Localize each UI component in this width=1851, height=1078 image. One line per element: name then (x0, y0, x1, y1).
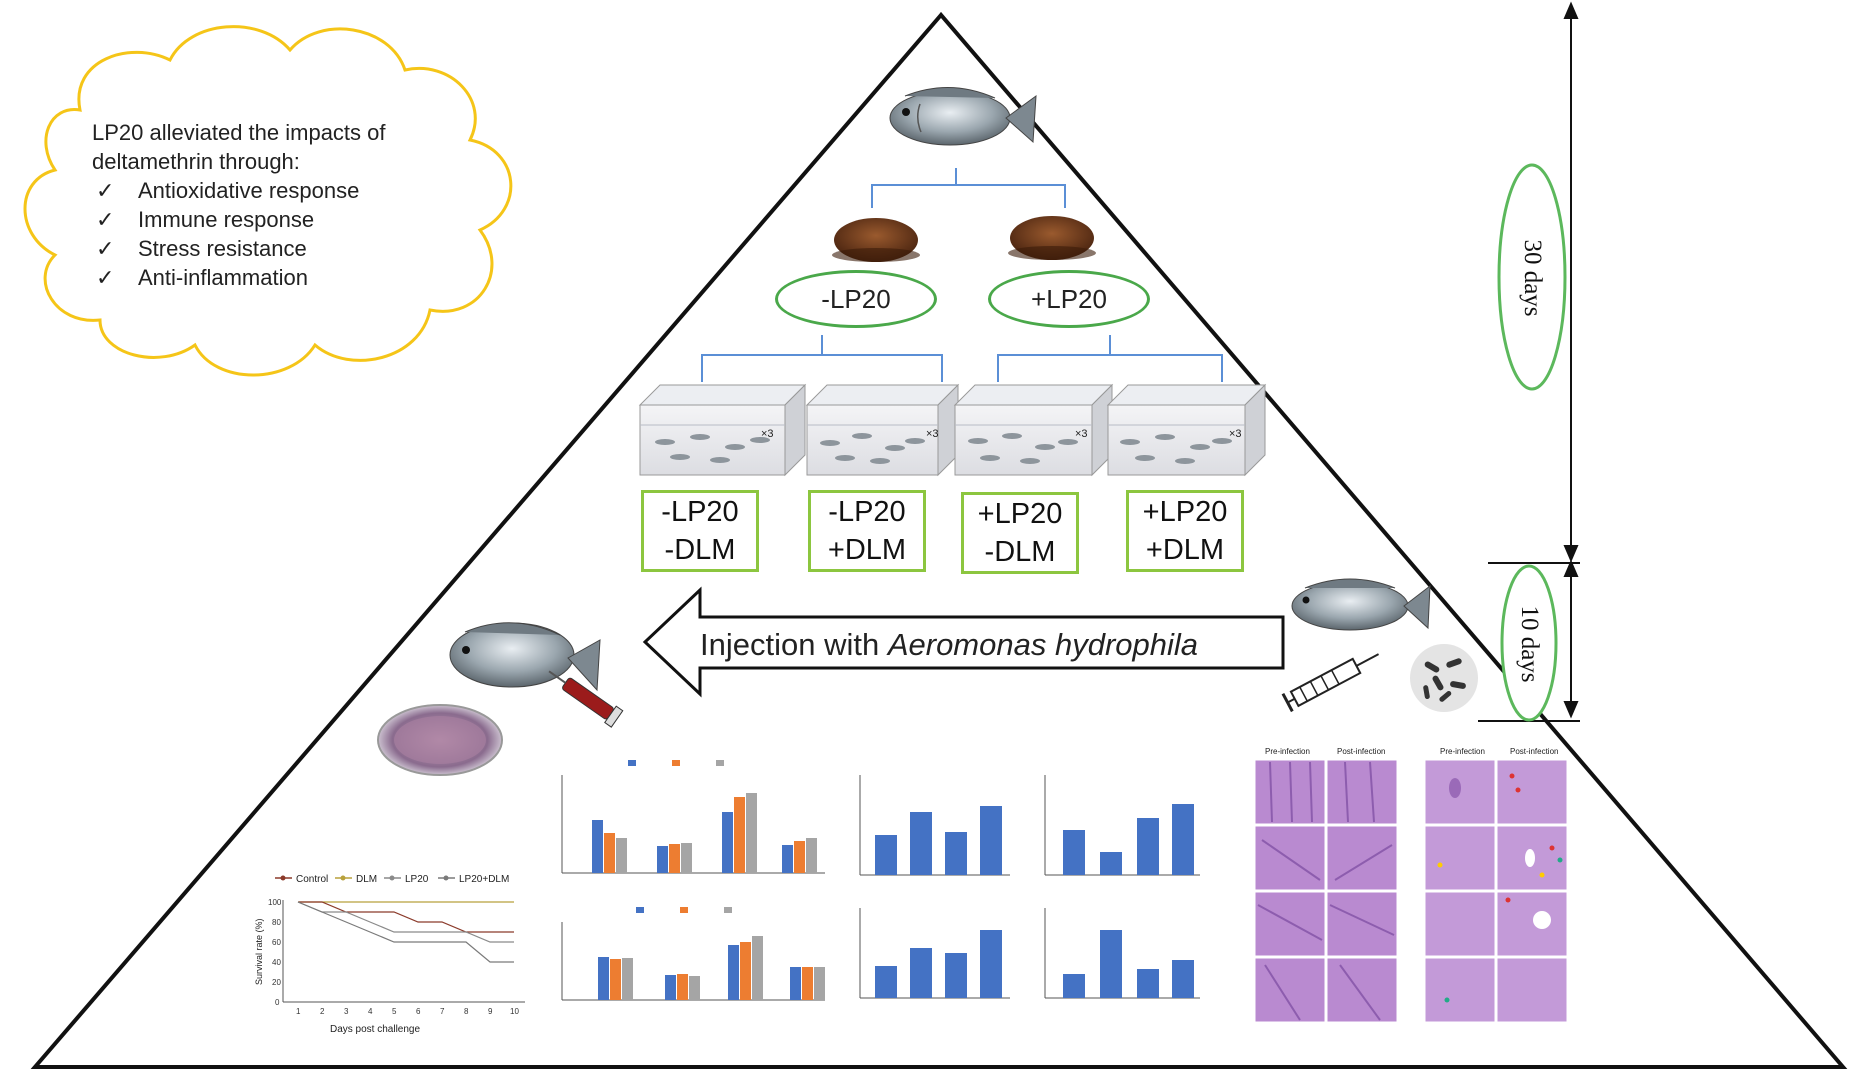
feed-pile-lp20 (1008, 216, 1096, 260)
svg-text:6: 6 (416, 1007, 421, 1016)
checkmark-icon: ✓ (96, 236, 115, 261)
survival-legend-label: LP20+DLM (459, 874, 509, 885)
treatment-line2: +DLM (827, 534, 907, 566)
tank (953, 383, 1114, 477)
cloud-list-item: ✓ Stress resistance (92, 234, 422, 263)
bacteria-icon (1410, 644, 1478, 712)
diet-group-lp20: +LP20 (988, 270, 1150, 328)
injection-arrow (642, 586, 1285, 698)
timeline (1478, 1, 1580, 722)
survival-legend-label: LP20 (405, 874, 429, 885)
survival-chart: Control DLM LP20 LP20+DLM 100 80 60 40 20 0 1… (254, 874, 525, 1035)
svg-text:9: 9 (488, 1007, 493, 1016)
tank-replicate-label: ×3 (1229, 428, 1242, 440)
bracket-diet (871, 168, 1066, 208)
feed-pile-control (832, 218, 920, 262)
treatment-line2: +DLM (1145, 534, 1225, 566)
histology-col-header: Post-infection (1337, 747, 1385, 756)
survival-legend-label: DLM (356, 874, 377, 885)
cloud-list-item: ✓ Anti-inflammation (92, 263, 422, 292)
survival-xlabel: Days post challenge (330, 1024, 420, 1035)
histology-liver-panels: Pre-infection Post-infection (1424, 747, 1568, 1023)
tank (638, 383, 807, 477)
svg-text:3: 3 (344, 1007, 349, 1016)
small-bar-chart (1044, 775, 1200, 876)
histology-gill-panels: Pre-infection Post-infection (1254, 747, 1398, 1023)
checkmark-icon: ✓ (96, 207, 115, 232)
injection-text: Injection with Aeromonas hydrophila (700, 627, 1198, 662)
cloud-summary: LP20 alleviated the impacts of deltameth… (92, 118, 422, 292)
treatment-group-box: -LP20 -DLM (641, 490, 759, 572)
phase1-duration: 30 days (1519, 239, 1546, 317)
cloud-item-label: Anti-inflammation (138, 265, 308, 290)
treatment-group-box: +LP20 +DLM (1126, 490, 1244, 572)
injection-text-prefix: Injection with (700, 627, 888, 662)
svg-text:0: 0 (275, 998, 280, 1007)
bar-chart-top (561, 760, 825, 874)
svg-text:100: 100 (268, 898, 282, 907)
bracket-treatments (701, 335, 1223, 382)
small-bar-chart (859, 775, 1010, 876)
survival-legend: Control DLM LP20 LP20+DLM (275, 874, 509, 885)
blood-syringe-icon (548, 670, 624, 728)
injection-organism: Aeromonas hydrophila (886, 627, 1198, 662)
svg-text:40: 40 (272, 958, 281, 967)
svg-text:8: 8 (464, 1007, 469, 1016)
survival-ylabel: Survival rate (%) (254, 918, 264, 985)
treatment-line1: +LP20 (977, 498, 1063, 530)
cloud-heading: LP20 alleviated the impacts of deltameth… (92, 120, 386, 174)
treatment-group-box: +LP20 -DLM (961, 492, 1079, 574)
treatment-line1: +LP20 (1142, 496, 1228, 528)
cloud-shape (23, 25, 513, 377)
histology-col-header: Pre-infection (1265, 747, 1310, 756)
svg-text:4: 4 (368, 1007, 373, 1016)
tank-replicate-label: ×3 (1075, 428, 1088, 440)
tank (805, 383, 960, 477)
svg-text:7: 7 (440, 1007, 445, 1016)
cloud-list-item: ✓ Antioxidative response (92, 176, 422, 205)
tank-replicate-label: ×3 (761, 428, 774, 440)
svg-text:1: 1 (296, 1007, 301, 1016)
tank-replicate-label: ×3 (926, 428, 939, 440)
checkmark-icon: ✓ (96, 265, 115, 290)
diet-group-label: -LP20 (821, 284, 891, 314)
treatment-line2: -DLM (664, 534, 736, 566)
cloud-list-item: ✓ Immune response (92, 205, 422, 234)
small-bar-chart (1044, 908, 1200, 999)
svg-text:20: 20 (272, 978, 281, 987)
diet-group-label: +LP20 (1031, 284, 1107, 314)
cloud-item-label: Antioxidative response (138, 178, 360, 203)
tank (1106, 383, 1267, 477)
dissection-plate (377, 704, 503, 776)
svg-text:10: 10 (510, 1007, 519, 1016)
treatment-line1: -LP20 (828, 496, 906, 528)
bar-chart-bottom (561, 907, 825, 1001)
small-bar-chart (859, 908, 1010, 999)
histology-col-header: Post-infection (1510, 747, 1558, 756)
phase2-duration: 10 days (1516, 605, 1543, 683)
treatment-line1: -LP20 (661, 496, 739, 528)
tilapia-fish-top (889, 87, 1037, 146)
svg-text:2: 2 (320, 1007, 325, 1016)
tank-group (638, 383, 1267, 477)
phase2-ellipse (1500, 564, 1558, 722)
treatment-group-box: -LP20 +DLM (808, 490, 926, 572)
cloud-list: ✓ Antioxidative response ✓ Immune response… (92, 176, 422, 292)
diet-group-control: -LP20 (775, 270, 937, 328)
survival-legend-label: Control (296, 874, 328, 885)
syringe-icon (1281, 653, 1380, 713)
histology-col-header: Pre-infection (1440, 747, 1485, 756)
phase1-ellipse (1497, 163, 1567, 391)
checkmark-icon: ✓ (96, 178, 115, 203)
svg-text:80: 80 (272, 918, 281, 927)
tilapia-fish-right (1291, 578, 1431, 631)
cloud-item-label: Stress resistance (138, 236, 307, 261)
treatment-line2: -DLM (984, 536, 1056, 568)
cloud-item-label: Immune response (138, 207, 315, 232)
svg-text:60: 60 (272, 938, 281, 947)
tilapia-fish-sampling (449, 622, 601, 692)
svg-text:5: 5 (392, 1007, 397, 1016)
